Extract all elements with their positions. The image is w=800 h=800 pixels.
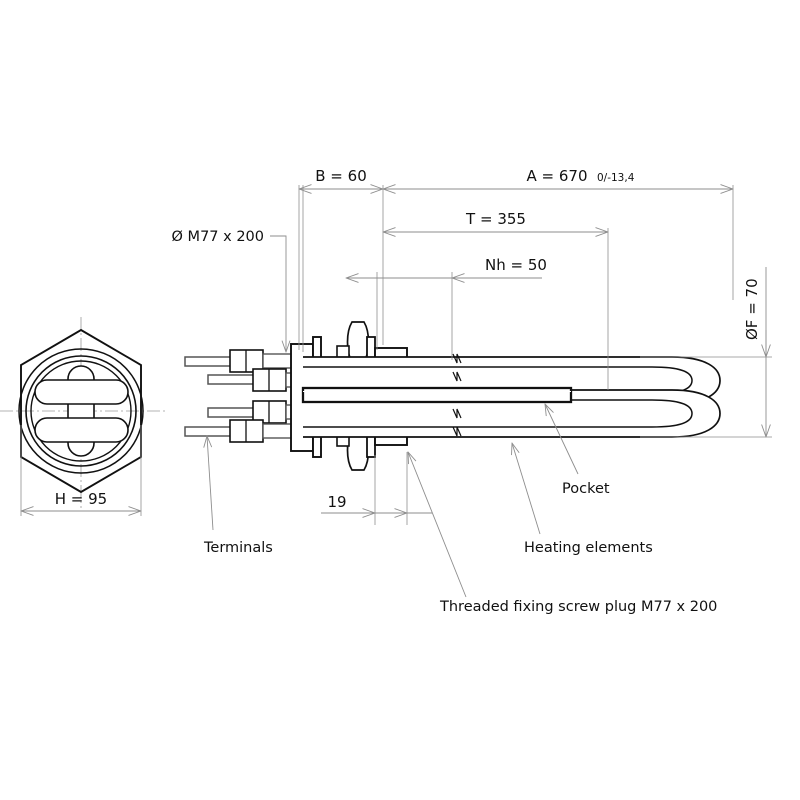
heating-element-inner-lower: [303, 399, 693, 428]
dimensions-group: B = 60 A = 670 0/-13,4 T = 355 Nh = 50: [299, 167, 772, 525]
callout-pocket: Pocket: [545, 404, 610, 497]
break-mark-3: [452, 408, 462, 419]
dimension-19: 19: [321, 452, 432, 525]
dimension-T: T = 355: [383, 210, 608, 390]
hexagon-outline: [20, 328, 142, 494]
heating-element-slot-lower: [34, 417, 129, 443]
callout-thread-top-label: Ø M77 x 200: [172, 229, 264, 245]
callout-screw-plug-label: Threaded fixing screw plug M77 x 200: [439, 599, 717, 615]
hexagon-chamfer-circle: [18, 348, 144, 474]
dimension-Nh: Nh = 50: [346, 256, 547, 360]
callout-thread-top-leader: [270, 235, 286, 352]
callout-heating-elements-leader: [512, 443, 541, 535]
dimension-F-label: ØF = 70: [743, 278, 761, 340]
callout-thread-top: Ø M77 x 200: [172, 229, 286, 352]
dimension-Nh-label: Nh = 50: [485, 256, 547, 274]
dimension-A-tolerance: 0/-13,4: [597, 172, 635, 184]
dimension-B: B = 60: [299, 167, 383, 350]
callout-heating-elements: Heating elements: [512, 443, 653, 556]
break-mark-4: [452, 426, 462, 437]
plug-face-outer-circle: [25, 355, 137, 467]
callout-terminals: Terminals: [203, 436, 273, 556]
pocket-group: [301, 386, 573, 404]
dimension-B-label: B = 60: [315, 167, 366, 185]
dimension-F: ØF = 70: [640, 267, 772, 437]
callout-screw-plug: Threaded fixing screw plug M77 x 200: [408, 452, 717, 615]
heating-element-slot-upper: [34, 379, 129, 405]
dimension-A-label: A = 670: [527, 167, 588, 185]
hex-nut-cap-top: [346, 321, 370, 363]
callout-terminals-leader: [207, 436, 214, 531]
drawing-root: H = 95: [0, 167, 772, 615]
dimension-H: H = 95: [21, 425, 141, 516]
break-mark-1: [452, 353, 462, 364]
plug-face-inner-circle: [30, 360, 132, 462]
terminals-group: [184, 349, 304, 443]
dimension-19-label: 19: [327, 493, 346, 511]
break-marks-group: [452, 353, 462, 437]
dimension-A: A = 670 0/-13,4: [383, 167, 733, 300]
dimension-T-label: T = 355: [465, 210, 526, 228]
dimension-H-label: H = 95: [55, 490, 107, 508]
pocket-tube: [301, 386, 573, 404]
callouts-group: Ø M77 x 200 Terminals Threaded fixing sc…: [172, 229, 718, 615]
break-mark-2: [452, 371, 462, 382]
callout-screw-plug-leader: [408, 452, 467, 598]
callout-pocket-leader: [545, 404, 579, 475]
callout-terminals-label: Terminals: [203, 540, 273, 556]
callout-heating-elements-label: Heating elements: [524, 540, 653, 556]
hexagon-front-view: H = 95: [0, 317, 165, 516]
callout-pocket-label: Pocket: [562, 481, 610, 497]
side-section-view: [184, 321, 721, 471]
